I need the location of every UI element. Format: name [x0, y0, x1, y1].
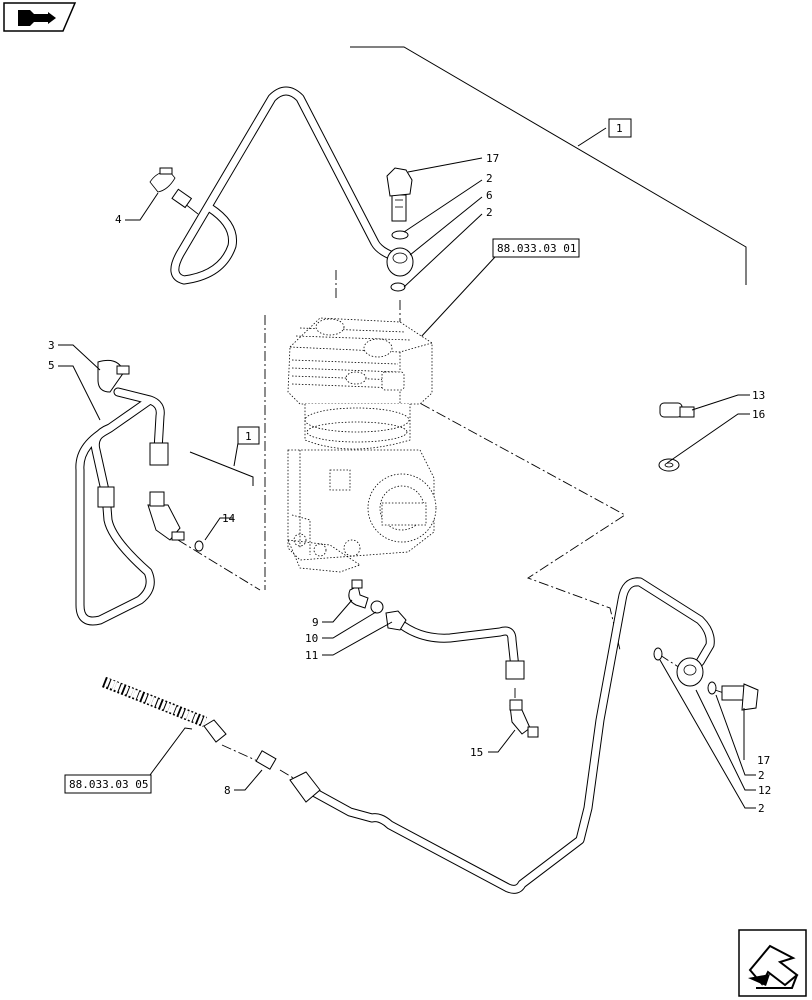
callout-13: 13: [752, 389, 765, 402]
callout-10: 10: [305, 632, 318, 645]
fittings-right: [658, 402, 695, 472]
callout-17-bottom: 17: [757, 754, 770, 767]
callout-15: 15: [470, 746, 483, 759]
banjo-fitting-top: [386, 167, 414, 292]
callout-16: 16: [752, 408, 765, 421]
callout-14: 14: [222, 512, 236, 525]
callout-1b: 1: [245, 430, 252, 443]
assembly-centerlines: [177, 270, 731, 783]
callout-9: 9: [312, 616, 319, 629]
leader-lines: [58, 157, 756, 809]
callout-11: 11: [305, 649, 318, 662]
callout-6: 6: [486, 189, 493, 202]
callout-2-bottom-a: 2: [758, 769, 765, 782]
callout-8: 8: [224, 784, 231, 797]
callout-2-bottom-b: 2: [758, 802, 765, 815]
callout-12: 12: [758, 784, 771, 797]
group-bracket-top: [350, 46, 747, 285]
callout-2-top-b: 2: [486, 206, 493, 219]
pipe-middle: [348, 579, 539, 738]
next-page-arrow-icon[interactable]: [738, 929, 807, 997]
hose-bottom-left: [102, 676, 277, 770]
pipe-left: [75, 359, 204, 626]
callout-5: 5: [48, 359, 55, 372]
reference-box-bottom: [64, 727, 193, 794]
callout-17-top: 17: [486, 152, 499, 165]
group-bracket-mid: [189, 426, 260, 486]
reference-88-033-03-01: 88.033.03 01: [497, 242, 576, 255]
reference-88-033-03-05: 88.033.03 05: [69, 778, 148, 791]
reference-box-top: [419, 238, 580, 339]
book-arrow-icon[interactable]: [3, 2, 77, 32]
callout-3: 3: [48, 339, 55, 352]
pipe-top: [149, 86, 403, 285]
air-compressor: [287, 317, 437, 573]
callout-2-top-a: 2: [486, 172, 493, 185]
callout-4: 4: [115, 213, 122, 226]
callout-1: 1: [616, 122, 623, 135]
pipe-bottom-long: [289, 577, 759, 894]
